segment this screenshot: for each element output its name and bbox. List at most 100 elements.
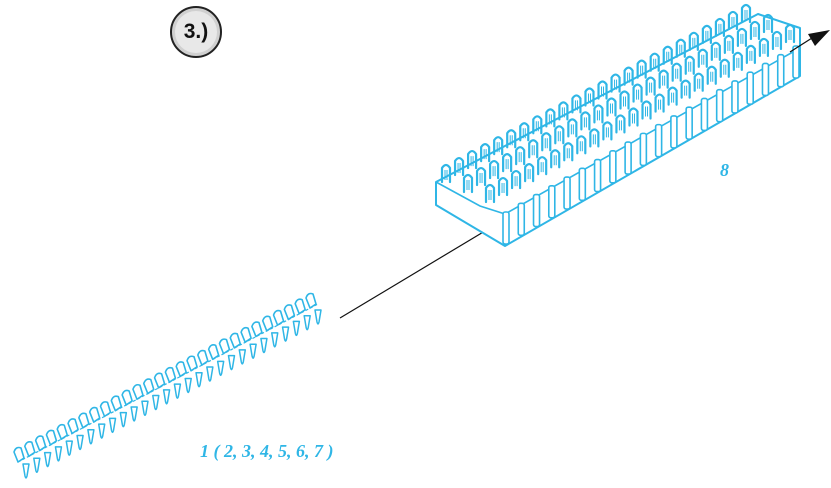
- assembly-clip-outline: [554, 125, 565, 145]
- assembly-clip: [714, 17, 726, 38]
- assembly-clip-slot: [662, 75, 666, 86]
- strip-tooth-upper-outline: [67, 418, 79, 435]
- assembly-clip-outline: [784, 23, 796, 44]
- assembly-clip-outline: [706, 65, 717, 85]
- assembly-clip-slot: [671, 92, 675, 103]
- strip-tooth-lower-outline: [270, 332, 279, 348]
- strip-tooth-lower: [22, 463, 30, 479]
- strip-tooth-lower: [303, 314, 311, 331]
- assembly-clip-slot: [561, 107, 565, 118]
- strip-tooth-lower-outline: [54, 446, 63, 462]
- assembly-front-tab: [776, 53, 785, 88]
- strip-tooth-lower: [152, 394, 160, 411]
- assembly-clip-outline: [693, 72, 704, 92]
- strip-tooth-upper-outline: [88, 406, 101, 423]
- assembly-clip-slot: [775, 36, 779, 47]
- assembly-clip-outline: [440, 163, 452, 184]
- assembly-clip-outline: [649, 52, 660, 72]
- assembly-clip: [610, 73, 621, 93]
- strip-tooth-upper-outline: [261, 315, 274, 332]
- assembly-clip-slot: [679, 44, 683, 55]
- assembly-clip: [706, 65, 717, 85]
- strip-tooth-upper-outline: [121, 389, 133, 406]
- strip-tooth-upper-outline: [56, 423, 69, 440]
- assembly-clip-outline: [576, 135, 587, 155]
- assembly-clip-outline: [710, 41, 721, 61]
- assembly-clip-slot: [640, 65, 644, 76]
- strip-tooth-upper: [229, 332, 242, 349]
- assembly-clip-slot: [574, 100, 578, 111]
- assembly-clip-slot: [444, 170, 448, 180]
- assembly-clip-slot: [566, 148, 570, 159]
- assembly-clip: [480, 143, 491, 163]
- strip-tooth-lower: [119, 411, 128, 428]
- assembly-clip-outline: [558, 101, 569, 121]
- direction-line: [789, 37, 813, 53]
- assembly-clip: [727, 10, 739, 31]
- strip-tooth-lower: [195, 371, 203, 388]
- assembly-clip-slot: [614, 79, 618, 90]
- assembly-clip-outline: [732, 51, 743, 71]
- strip-tooth-upper-outline: [110, 395, 123, 412]
- assembly-guide-line: [339, 221, 501, 319]
- assembly-clip-outline: [688, 31, 699, 51]
- strip-tooth-upper-outline: [175, 361, 188, 378]
- assembly-clip: [558, 101, 569, 121]
- strip-tooth-upper: [186, 355, 198, 372]
- strip-tooth-lower: [76, 434, 84, 451]
- assembly-clip-outline: [510, 170, 522, 190]
- strip-tooth-upper: [67, 418, 79, 435]
- assembly-clip: [615, 114, 626, 134]
- assembly-clip-outline: [597, 80, 608, 100]
- assembly-clip: [619, 90, 630, 110]
- strip-tooth-upper-outline: [186, 355, 198, 372]
- assembly-clip-outline: [619, 90, 630, 110]
- strip-tooth-lower-outline: [173, 383, 182, 399]
- assembly-clip-outline: [749, 20, 761, 41]
- assembly-clip-outline: [475, 166, 487, 187]
- strip-tooth-upper: [132, 383, 144, 401]
- assembly-clip-outline: [532, 115, 543, 135]
- assembly-front-tab: [654, 123, 663, 158]
- assembly-clip: [502, 153, 513, 173]
- assembly-clip: [675, 38, 686, 58]
- assembly-clip-slot: [548, 114, 552, 125]
- assembly-clip-outline: [632, 83, 643, 103]
- assembly-clip: [528, 139, 539, 159]
- assembly-clip: [602, 121, 613, 141]
- assembly-front-tab: [517, 202, 526, 237]
- strip-tooth-lower-outline: [97, 423, 106, 439]
- assembly-clip-slot: [553, 155, 557, 166]
- assembly-clip-slot: [609, 103, 613, 114]
- strip-tooth-lower-outline: [303, 314, 311, 331]
- strip-tooth-upper-outline: [305, 292, 317, 309]
- strip-tooth-upper-outline: [132, 383, 144, 401]
- strip-tooth-upper-outline: [164, 366, 177, 383]
- strip-tooth-upper-outline: [24, 441, 36, 458]
- assembly-clip-slot: [631, 113, 635, 124]
- strip-tooth-upper: [153, 372, 166, 389]
- assembly-clip-outline: [662, 45, 673, 65]
- assembly-clip-slot: [714, 47, 718, 58]
- assembly-clip-outline: [697, 48, 708, 68]
- assembly-clip-outline: [502, 153, 513, 173]
- strip-tooth-lower-outline: [260, 337, 268, 354]
- strip-tooth-lower: [270, 332, 279, 348]
- assembly-clip-slot: [718, 23, 722, 34]
- assembly-clip: [515, 146, 526, 166]
- assembly-clip: [510, 170, 522, 190]
- assembly-clip-outline: [714, 17, 726, 38]
- strip-tooth-lower-outline: [227, 354, 236, 371]
- assembly-clip-slot: [740, 33, 744, 44]
- assembly-clip: [667, 86, 678, 106]
- strip-tooth-lower: [33, 457, 41, 474]
- strip-tooth-upper: [110, 395, 123, 412]
- strip-tooth-upper-outline: [153, 372, 166, 389]
- assembly-clip: [606, 97, 617, 117]
- assembly-slab-edge: [435, 47, 801, 215]
- assembly-clip: [697, 48, 708, 68]
- assembly-clip-outline: [515, 146, 526, 166]
- assembly-clip-slot: [605, 127, 609, 138]
- strip-tooth-upper: [56, 423, 69, 440]
